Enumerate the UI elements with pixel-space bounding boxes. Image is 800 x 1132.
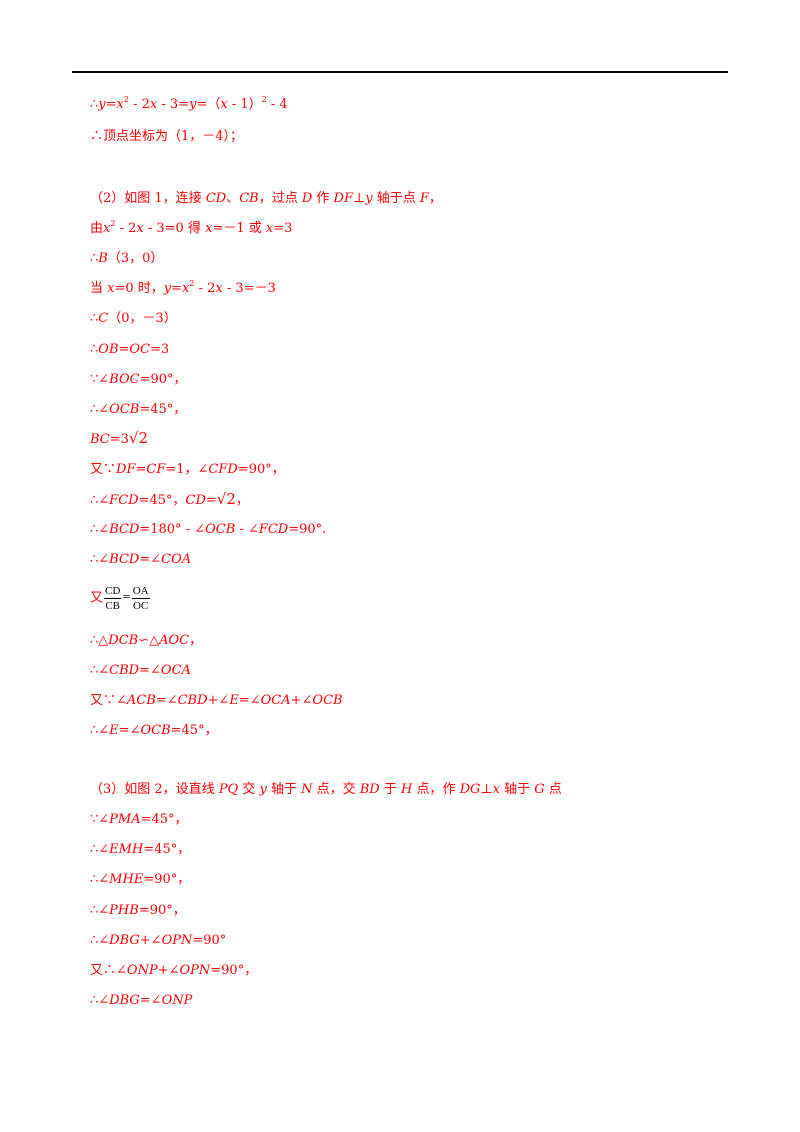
- text-line: ∴∠E=∠OCB=45°，: [90, 723, 218, 738]
- text-line: 又∵∠ACB=∠CBD+∠E=∠OCA+∠OCB: [90, 693, 343, 708]
- text-line: （3）如图 2，设直线 PQ 交 y 轴于 N 点，交 BD 于 H 点，作 D…: [90, 782, 562, 797]
- text-line: ∴∠EMH=45°，: [90, 842, 191, 857]
- text-line: ∴∠CBD=∠OCA: [90, 663, 191, 678]
- sqrt-symbol: √2: [128, 429, 149, 447]
- text-line: ∴∠MHE=90°，: [90, 872, 191, 887]
- text-line: ∴顶点坐标为（1，－4）；: [90, 129, 244, 144]
- header-rule: [72, 71, 728, 73]
- text-line: 当 x=0 时，y=x2 - 2x - 3=－3: [90, 279, 276, 297]
- text-line: ∴△DCB∽△AOC，: [90, 633, 203, 648]
- text-line: ∴B（3，0）: [90, 251, 164, 266]
- sqrt-symbol: √2: [216, 490, 236, 508]
- text-line: ∴∠FCD=45°，CD=√2，: [90, 490, 249, 508]
- text-line: （2）如图 1，连接 CD、CB，过点 D 作 DF⊥y 轴于点 F，: [90, 191, 442, 206]
- text-line: 又∴∠ONP+∠OPN=90°，: [90, 963, 258, 978]
- text-line: ∵∠BOC=90°，: [90, 372, 187, 387]
- text-line: ∴OB=OC=3: [90, 342, 170, 357]
- text-line: ∴∠OCB=45°，: [90, 402, 187, 417]
- text-line: ∴∠BCD=∠COA: [90, 552, 192, 567]
- text-line: ∴∠BCD=180° - ∠OCB - ∠FCD=90°.: [90, 522, 327, 537]
- text-line: ∴∠DBG+∠OPN=90°: [90, 933, 227, 948]
- text-line: ∴∠PHB=90°，: [90, 903, 186, 918]
- text-line: 由x2 - 2x - 3=0 得 x=－1 或 x=3: [90, 219, 293, 237]
- text-line: ∴∠DBG=∠ONP: [90, 993, 193, 1008]
- text-line: 又∵DF=CF=1，∠CFD=90°，: [90, 462, 285, 477]
- text-line: BC=3√2: [90, 429, 149, 447]
- text-line: ∴C（0，－3）: [90, 311, 177, 326]
- text-line: ∵∠PMA=45°，: [90, 812, 188, 827]
- text-line: ∴y=x2 - 2x - 3=y=（x - 1）2 - 4: [90, 95, 288, 113]
